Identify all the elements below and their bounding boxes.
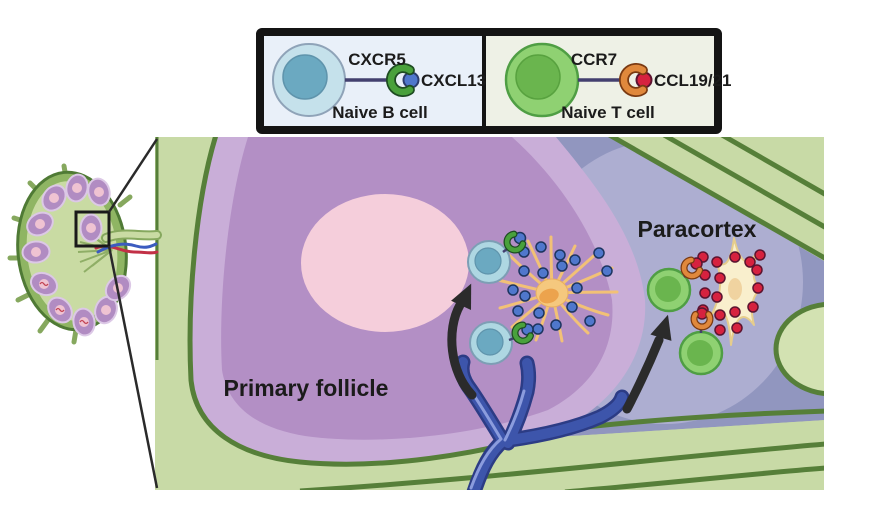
- capsule-line-1: [607, 137, 824, 261]
- ccr7-receptor: [691, 312, 713, 330]
- b-cell-nucleus: [476, 328, 504, 356]
- arrowhead: [451, 283, 472, 310]
- legend-border: [256, 28, 722, 134]
- ccr7-label: CCR7: [571, 50, 617, 69]
- cxcr5-receptor: [512, 322, 533, 344]
- bottom-band-line-2: [564, 465, 824, 490]
- capsule-line-3: [720, 137, 824, 197]
- cxcr5-receptor: [504, 231, 526, 253]
- legend: CXCR5 CXCL13 Naive B cell CCR7 CCL19/21 …: [256, 28, 731, 134]
- ccr7-receptor: [681, 257, 702, 279]
- ccl19-21-label: CCL19/21: [654, 71, 731, 90]
- follicle-center: [301, 194, 469, 332]
- naive-b-cell-2: [469, 321, 534, 365]
- callout-line-bottom: [107, 245, 159, 489]
- bottom-band-line-1: [299, 441, 824, 490]
- legend-t-cell-nucleus: [515, 54, 561, 100]
- arrowhead: [650, 314, 672, 341]
- paracortex-label: Paracortex: [638, 216, 757, 242]
- cortex-outline: [187, 137, 824, 467]
- t-cell-nucleus: [687, 340, 713, 366]
- capsule-line-2: [662, 137, 824, 230]
- legend-ccr7-receptor: [620, 64, 647, 96]
- callout-line-top: [107, 138, 159, 213]
- naive-b-cell-label: Naive B cell: [332, 103, 427, 122]
- primary-follicle-label: Primary follicle: [224, 375, 389, 401]
- legend-cxcr5-receptor: [387, 64, 414, 96]
- magnified-lymph-node-section: Primary follicle Paracortex: [155, 137, 824, 490]
- node-follicle-vessels: [39, 281, 89, 325]
- naive-t-cell-label: Naive T cell: [561, 103, 655, 122]
- efferent-lymphatic-lumen: [103, 231, 160, 241]
- ccl19-21-chemokine-cloud: [697, 249, 766, 336]
- fdc-nucleus: [539, 288, 559, 304]
- node-follicle-centers: [31, 183, 123, 327]
- zoom-region-box: [74, 210, 111, 248]
- t-cell-migration-arrow: [622, 314, 672, 414]
- naive-t-cell-2: [678, 307, 724, 376]
- node-follicles: [21, 173, 132, 337]
- naive-t-cell-1: [646, 256, 704, 313]
- t-cell-nucleus: [655, 276, 681, 302]
- lymph-node-icon: [7, 138, 162, 489]
- b-cell-migration-arrow: [447, 283, 477, 400]
- cxcr5-label: CXCR5: [348, 50, 406, 69]
- frc-nucleus: [728, 278, 742, 300]
- cxcl13-chemokine-cloud: [507, 241, 613, 335]
- legend-b-cell-nucleus: [282, 54, 328, 100]
- b-cell-nucleus: [474, 247, 502, 275]
- medullary-sinus: [773, 301, 824, 397]
- naive-b-cell-1: [467, 230, 527, 284]
- cxcl13-label: CXCL13: [421, 71, 486, 90]
